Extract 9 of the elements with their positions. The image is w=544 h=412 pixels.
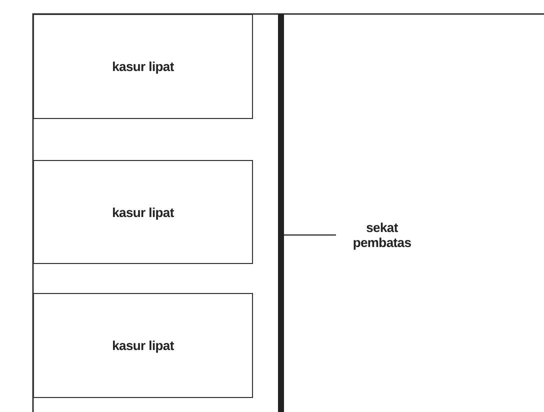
mattress-label: kasur lipat	[112, 338, 174, 353]
mattress-box	[33, 14, 253, 119]
leader-line	[284, 234, 336, 236]
mattress-label: kasur lipat	[112, 59, 174, 74]
mattress-box	[33, 160, 253, 264]
mattress-box	[33, 293, 253, 398]
partition-label: sekat pembatas	[352, 220, 412, 250]
partition-wall	[278, 14, 284, 412]
mattress-label: kasur lipat	[112, 204, 174, 220]
